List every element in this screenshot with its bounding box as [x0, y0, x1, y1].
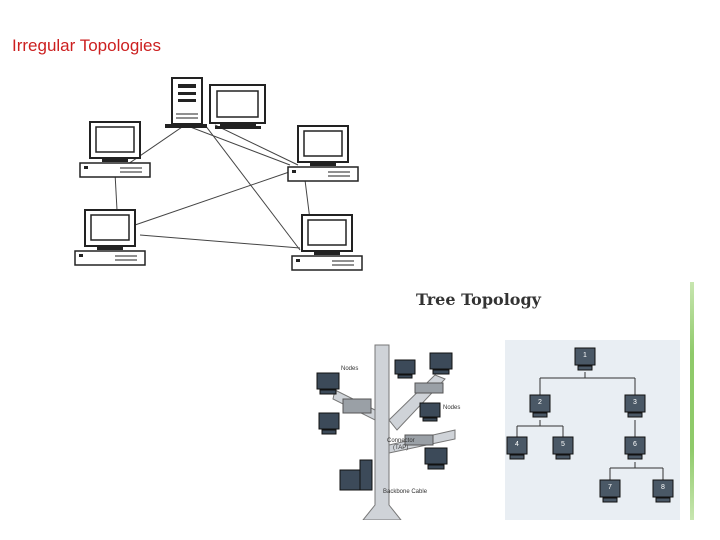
node-label: 8 — [661, 484, 665, 491]
tree-hierarchy-diagram: 1 2 3 4 5 6 7 8 — [505, 340, 680, 520]
workstation-icon — [291, 214, 363, 271]
tree-illustration: Nodes Nodes Connector (TAP) Backbone Cab… — [305, 335, 500, 520]
workstation-icon — [287, 125, 359, 182]
node-label: 6 — [633, 441, 637, 448]
workstation-icon — [79, 121, 151, 178]
node-label: 7 — [608, 484, 612, 491]
tap-label: (TAP) — [393, 445, 409, 451]
tree-topology-title: Tree Topology — [416, 290, 541, 309]
node-label: 2 — [538, 399, 542, 406]
backbone-label: Backbone Cable — [383, 489, 428, 495]
accent-bar — [690, 282, 694, 520]
server-icon — [165, 77, 207, 128]
monitor-icon — [209, 84, 266, 129]
connector-label: Connector — [387, 438, 415, 444]
workstation-icon — [74, 209, 146, 266]
slide-title: Irregular Topologies — [12, 36, 161, 55]
network-links — [114, 124, 311, 251]
node-label: 5 — [561, 441, 565, 448]
nodes-label: Nodes — [443, 405, 461, 411]
node-label: 3 — [633, 399, 637, 406]
node-label: 4 — [515, 441, 519, 448]
irregular-topology-diagram — [74, 77, 363, 271]
node-label: 1 — [583, 352, 587, 359]
nodes-label: Nodes — [341, 366, 359, 372]
